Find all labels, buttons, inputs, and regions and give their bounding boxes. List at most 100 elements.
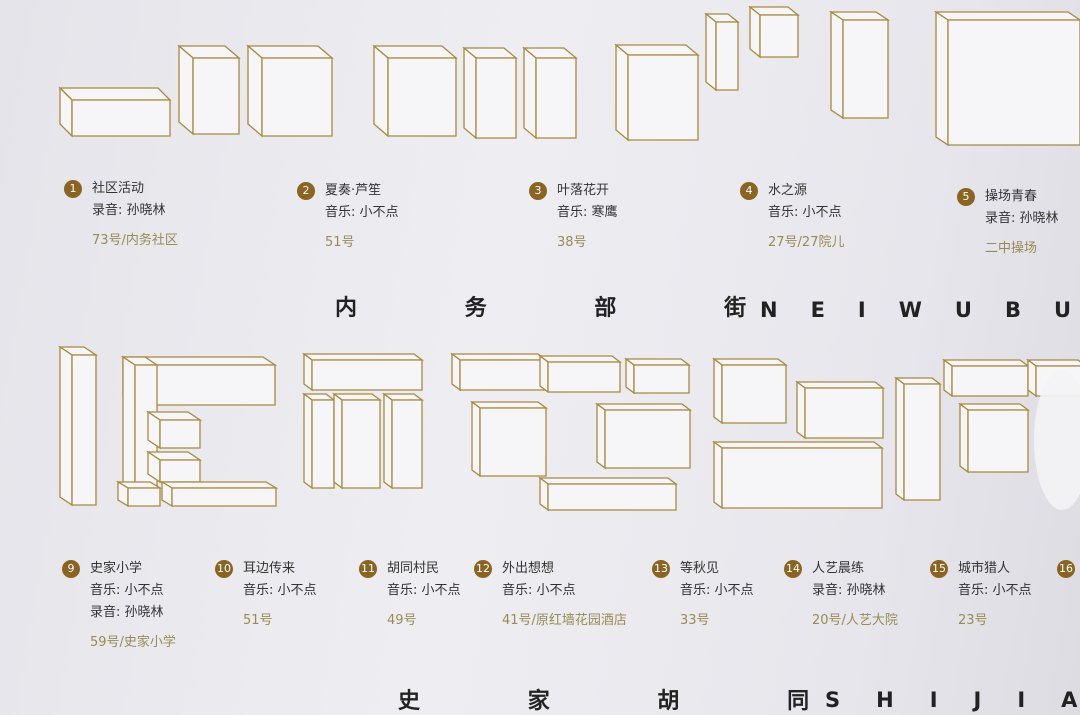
item-address: 38号 (557, 235, 587, 250)
building-block (933, 10, 1080, 147)
number-badge: 14 (784, 560, 802, 578)
building-block (748, 5, 800, 59)
number-badge: 2 (297, 182, 315, 200)
street-char: 部 (594, 296, 617, 321)
legend-item: 13 等秋见音乐: 小不点 33号 (652, 558, 754, 632)
item-address: 二中操场 (985, 241, 1038, 256)
building-block (795, 380, 885, 440)
building-block (828, 10, 891, 120)
building-block (177, 44, 241, 136)
item-address: 49号 (387, 613, 417, 628)
item-address: 51号 (325, 235, 355, 250)
item-credit: 录音: 孙晓林 (90, 605, 164, 620)
item-title: 等秋见 (680, 561, 720, 576)
building-block (595, 402, 692, 470)
building-block (470, 400, 548, 478)
building-block (958, 402, 1030, 474)
building-block (614, 43, 700, 142)
headphones-object (1034, 370, 1080, 510)
building-block (942, 358, 1030, 398)
legend-item: 1 社区活动录音: 孙晓林 73号/内务社区 (64, 178, 178, 252)
building-block (58, 86, 172, 138)
item-title: 社区活动 (92, 181, 145, 196)
item-credit: 音乐: 小不点 (325, 205, 399, 220)
number-badge: 3 (529, 182, 547, 200)
building-block (302, 392, 336, 490)
item-credit: 录音: 孙晓林 (92, 203, 166, 218)
building-block (57, 345, 99, 507)
item-title: 史家小学 (90, 561, 143, 576)
building-block (332, 392, 382, 490)
building-block (624, 357, 691, 395)
item-credit: 录音: 孙晓林 (812, 583, 886, 598)
item-address: 33号 (680, 613, 710, 628)
legend-item: 10 耳边传来音乐: 小不点 51号 (215, 558, 317, 632)
street-char: 家 (527, 689, 550, 714)
street-title-neiwubu-en: NEIWUBU (760, 298, 1080, 322)
item-credit: 音乐: 小不点 (387, 583, 461, 598)
item-title: 外出想想 (502, 561, 555, 576)
building-block (894, 376, 942, 502)
item-address: 27号/27院儿 (768, 235, 845, 250)
number-badge: 4 (740, 182, 758, 200)
number-badge: 13 (652, 560, 670, 578)
street-char: 街 (724, 296, 747, 321)
building-block (712, 440, 884, 510)
item-title: 夏奏·芦笙 (325, 183, 382, 198)
item-address: 51号 (243, 613, 273, 628)
item-credit: 音乐: 小不点 (768, 205, 842, 220)
item-title: 叶落花开 (557, 183, 610, 198)
item-title: 人艺晨练 (812, 561, 865, 576)
item-address: 73号/内务社区 (92, 233, 178, 248)
building-block (246, 44, 334, 138)
street-title-shijia-zh: 史 家 胡 同 (398, 683, 809, 715)
item-title: 城市猎人 (958, 561, 1011, 576)
street-char: 同 (787, 689, 810, 714)
street-char: 胡 (657, 689, 680, 714)
number-badge: 12 (474, 560, 492, 578)
legend-item: 14 人艺晨练录音: 孙晓林 20号/人艺大院 (784, 558, 898, 632)
building-block (462, 46, 518, 140)
number-badge: 9 (62, 560, 80, 578)
building-block (522, 46, 578, 140)
number-badge: 11 (359, 560, 377, 578)
item-credit: 音乐: 小不点 (502, 583, 576, 598)
street-title-neiwubu-zh: 内 务 部 街 (335, 290, 746, 322)
building-block (538, 476, 678, 512)
legend-item: 3 叶落花开音乐: 寒鹰 38号 (529, 180, 618, 254)
building-block (372, 44, 458, 138)
item-address: 59号/史家小学 (90, 635, 176, 650)
item-credit: 音乐: 寒鹰 (557, 205, 618, 220)
number-badge: 1 (64, 180, 82, 198)
number-badge: 10 (215, 560, 233, 578)
street-char: 内 (335, 296, 358, 321)
item-address: 20号/人艺大院 (812, 613, 898, 628)
item-credit: 音乐: 小不点 (680, 583, 754, 598)
street-char: 史 (398, 689, 421, 714)
item-title: 耳边传来 (243, 561, 296, 576)
building-block (159, 480, 279, 508)
building-block (382, 392, 424, 490)
item-address: 23号 (958, 613, 988, 628)
item-credit: 音乐: 小不点 (243, 583, 317, 598)
building-block (302, 352, 424, 392)
building-block (145, 410, 203, 450)
item-title: 操场青春 (985, 189, 1038, 204)
street-char: 务 (464, 296, 487, 321)
legend-item: 4 水之源音乐: 小不点 27号/27院儿 (740, 180, 845, 254)
item-credit: 音乐: 小不点 (90, 583, 164, 598)
number-badge: 5 (957, 188, 975, 206)
building-block (704, 12, 740, 92)
number-badge: 16 (1057, 560, 1075, 578)
item-address: 41号/原红墙花园酒店 (502, 613, 627, 628)
legend-item: 9 史家小学音乐: 小不点录音: 孙晓林 59号/史家小学 (62, 558, 176, 654)
building-block (538, 354, 622, 394)
building-block (712, 357, 788, 425)
item-title: 水之源 (768, 183, 808, 198)
building-block (450, 352, 548, 392)
legend-item: 12 外出想想音乐: 小不点 41号/原红墙花园酒店 (474, 558, 627, 632)
